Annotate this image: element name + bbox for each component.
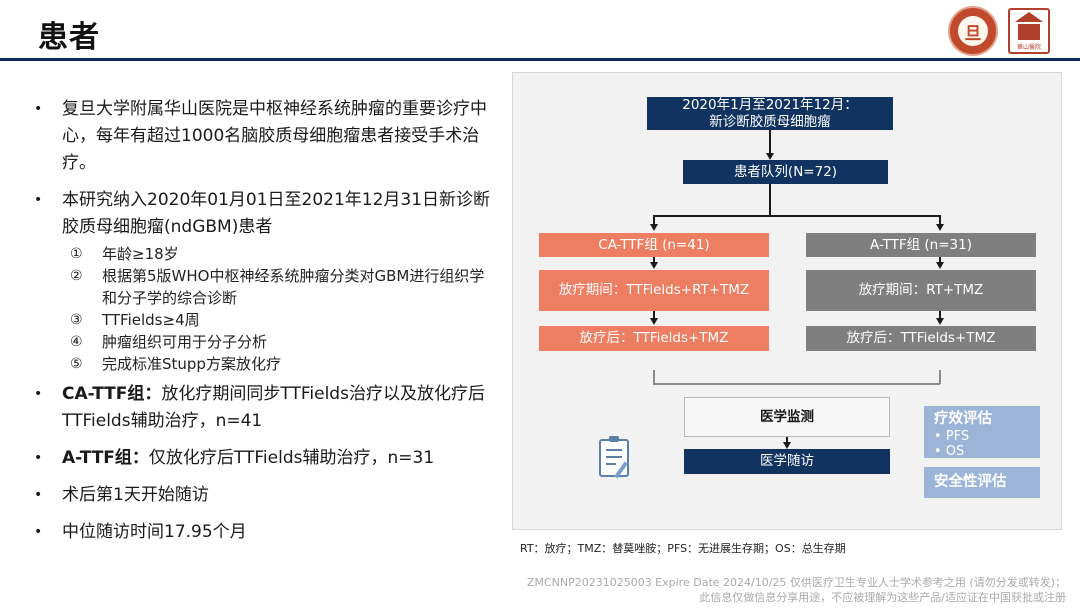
connector-line (939, 311, 941, 319)
patient-cohort-box: 患者队列(N=72) (683, 160, 888, 184)
bullet-dot: • (34, 192, 43, 208)
checklist-row (606, 456, 622, 458)
efficacy-title: 疗效评估 (934, 411, 992, 427)
criteria-text: 根据第5版WHO中枢神经系统肿瘤分类对GBM进行组织学和分子学的综合诊断 (102, 267, 485, 307)
bullet-text: 中位随访时间17.95个月 (62, 522, 247, 542)
ca-ttf-during-rt-box: 放疗期间：TTFields+RT+TMZ (539, 270, 769, 311)
safety-evaluation-box: 安全性评估 (924, 467, 1040, 498)
criteria-text: 年龄≥18岁 (102, 245, 179, 263)
hospital-roof-icon (1015, 11, 1043, 22)
huashan-hospital-logo: 華山醫院 (1008, 8, 1050, 54)
arrow-down-icon (936, 224, 944, 231)
bullet-text: 放化疗期间同步TTFields治疗以及放化疗后TTFields辅助治疗，n=41 (62, 384, 485, 431)
a-ttf-after-rt-box: 放疗后：TTFields+TMZ (806, 326, 1036, 351)
criteria-text: 肿瘤组织可用于分子分析 (102, 333, 268, 351)
criteria-item: ⑤ 完成标准Stupp方案放化疗 (34, 353, 494, 375)
hospital-building-icon (1018, 23, 1040, 40)
criteria-item: ③ TTFields≥4周 (34, 309, 494, 331)
medical-followup-box: 医学随访 (684, 449, 890, 474)
bullet-dot: • (34, 450, 43, 466)
arrow-down-icon (650, 318, 658, 325)
checklist-row (606, 449, 622, 451)
bullet-median-followup: • 中位随访时间17.95个月 (34, 519, 494, 546)
medical-monitoring-box: 医学监测 (684, 397, 890, 437)
bullet-ca-ttf: • CA-TTF组：放化疗期间同步TTFields治疗以及放化疗后TTField… (34, 381, 494, 435)
merge-line (939, 370, 941, 384)
bullet-dot: • (34, 487, 43, 503)
enrollment-period-line2: 新诊断胶质母细胞瘤 (709, 113, 831, 130)
arrow-down-icon (766, 153, 774, 160)
study-flowchart: 2020年1月至2021年12月： 新诊断胶质母细胞瘤 患者队列(N=72) C… (512, 72, 1062, 530)
efficacy-item-os: • OS (934, 444, 965, 459)
criteria-number: ① (70, 246, 83, 262)
bullet-text: 本研究纳入2020年01月01日至2021年12月31日新诊断胶质母细胞瘤(nd… (62, 190, 491, 237)
enrollment-period-box: 2020年1月至2021年12月： 新诊断胶质母细胞瘤 (647, 97, 893, 130)
ca-ttf-after-rt-box: 放疗后：TTFields+TMZ (539, 326, 769, 351)
clipboard-checklist-icon (599, 436, 629, 479)
header-divider (0, 58, 1080, 61)
criteria-item: ② 根据第5版WHO中枢神经系统肿瘤分类对GBM进行组织学和分子学的综合诊断 (34, 265, 494, 309)
connector-line (786, 437, 788, 443)
bullet-text: 术后第1天开始随访 (62, 485, 209, 505)
connector-line (653, 257, 655, 263)
arrow-down-icon (936, 318, 944, 325)
a-ttf-during-rt-box: 放疗期间：RT+TMZ (806, 270, 1036, 311)
connector-line (769, 130, 771, 154)
connector-line (653, 215, 655, 225)
arrow-down-icon (650, 262, 658, 269)
enrollment-period-line1: 2020年1月至2021年12月： (682, 96, 858, 113)
merge-line (653, 370, 655, 384)
criteria-number: ③ (70, 312, 83, 328)
bullet-list: • 复旦大学附属华山医院是中枢神经系统肿瘤的重要诊疗中心，每年有超过1000名脑… (34, 96, 494, 556)
clipboard-clip (609, 436, 619, 442)
merge-line (653, 383, 940, 385)
arrow-down-icon (783, 442, 791, 449)
pen-icon (614, 461, 628, 479)
connector-line (939, 215, 941, 225)
bullet-text: 复旦大学附属华山医院是中枢神经系统肿瘤的重要诊疗中心，每年有超过1000名脑胶质… (62, 99, 487, 173)
arrow-down-icon (650, 224, 658, 231)
bullet-dot: • (34, 524, 43, 540)
bullet-hospital: • 复旦大学附属华山医院是中枢神经系统肿瘤的重要诊疗中心，每年有超过1000名脑… (34, 96, 494, 177)
checklist-row (606, 463, 616, 465)
huashan-logo-text: 華山醫院 (1016, 43, 1041, 51)
disclaimer-line1: ZMCNNP20231025003 Expire Date 2024/10/25… (526, 576, 1066, 589)
bullet-a-ttf: • A-TTF组：仅放化疗后TTFields辅助治疗，n=31 (34, 445, 494, 472)
criteria-text: TTFields≥4周 (102, 311, 200, 329)
bullet-inclusion: • 本研究纳入2020年01月01日至2021年12月31日新诊断胶质母细胞瘤(… (34, 187, 494, 241)
criteria-number: ④ (70, 334, 83, 350)
abbreviation-footnote: RT：放疗；TMZ：替莫唑胺；PFS：无进展生存期；OS：总生存期 (520, 542, 846, 555)
criteria-number: ⑤ (70, 356, 83, 372)
arrow-down-icon (936, 262, 944, 269)
bullet-dot: • (34, 386, 43, 402)
efficacy-evaluation-box: 疗效评估 • PFS • OS (924, 406, 1040, 459)
connector-line (939, 257, 941, 263)
bullet-bold-label: CA-TTF组： (62, 384, 162, 404)
connector-line (769, 184, 771, 216)
bullet-text: 仅放化疗后TTFields辅助治疗，n=31 (148, 448, 435, 468)
inclusion-criteria-list: ① 年龄≥18岁 ② 根据第5版WHO中枢神经系统肿瘤分类对GBM进行组织学和分子学… (34, 243, 494, 375)
branch-line (653, 215, 940, 217)
efficacy-item-pfs: • PFS (934, 429, 970, 444)
fudan-university-logo: 旦 (948, 6, 998, 56)
connector-line (653, 311, 655, 319)
safety-title: 安全性评估 (934, 474, 1007, 490)
fudan-logo-glyph: 旦 (958, 16, 988, 46)
ca-ttf-group-box: CA-TTF组 (n=41) (539, 233, 769, 257)
page-title: 患者 (38, 20, 100, 55)
criteria-text: 完成标准Stupp方案放化疗 (102, 355, 281, 373)
a-ttf-group-box: A-TTF组 (n=31) (806, 233, 1036, 257)
bullet-dot: • (34, 101, 43, 117)
disclaimer-line2: 此信息仅做信息分享用途，不应被理解为这些产品/适应证在中国获批或注册 (699, 591, 1066, 604)
bullet-bold-label: A-TTF组： (62, 448, 149, 468)
bullet-followup-start: • 术后第1天开始随访 (34, 482, 494, 509)
criteria-number: ② (70, 268, 83, 284)
criteria-item: ④ 肿瘤组织可用于分子分析 (34, 331, 494, 353)
criteria-item: ① 年龄≥18岁 (34, 243, 494, 265)
